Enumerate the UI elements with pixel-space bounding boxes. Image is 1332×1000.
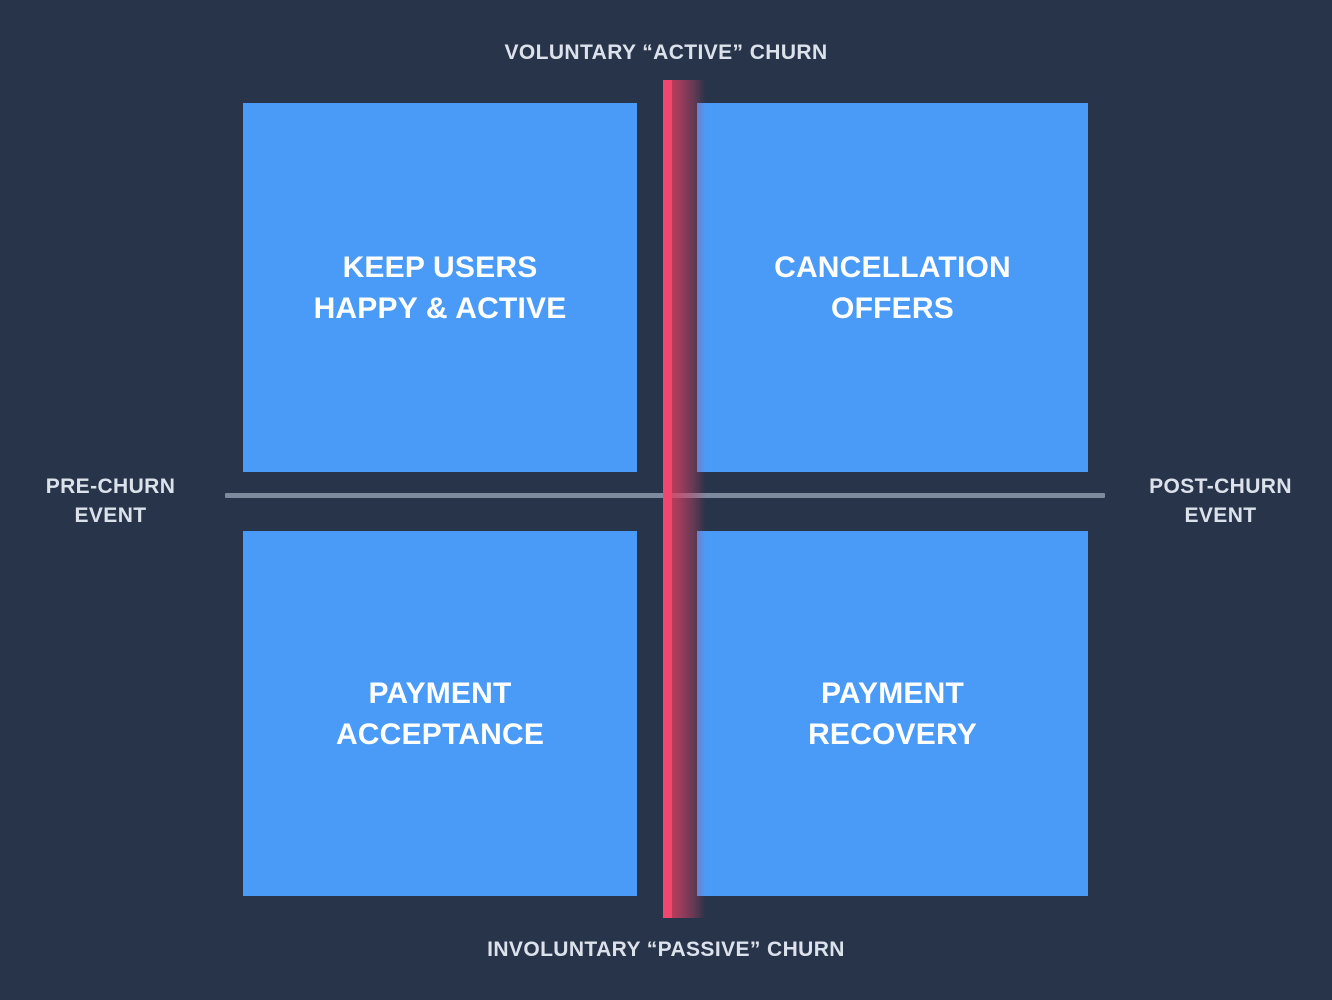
quadrant-cancellation-offers[interactable]: CANCELLATION OFFERS [697, 103, 1088, 472]
axis-label-voluntary-active-churn: VOLUNTARY “ACTIVE” CHURN [504, 41, 828, 64]
axis-label-post-churn-event: POST-CHURN EVENT [1149, 475, 1292, 527]
quadrant-label: CANCELLATION OFFERS [774, 250, 1011, 325]
vertical-axis-core [663, 80, 672, 918]
quadrant-payment-recovery[interactable]: PAYMENT RECOVERY [697, 531, 1088, 896]
quadrant-label: KEEP USERS HAPPY & ACTIVE [313, 250, 567, 325]
vertical-axis-line [660, 80, 706, 918]
quadrant-label: PAYMENT RECOVERY [808, 676, 977, 751]
axis-label-involuntary-passive-churn: INVOLUNTARY “PASSIVE” CHURN [487, 938, 845, 961]
quadrant-payment-acceptance[interactable]: PAYMENT ACCEPTANCE [243, 531, 637, 896]
quadrant-keep-users-happy-and-active[interactable]: KEEP USERS HAPPY & ACTIVE [243, 103, 637, 472]
axis-label-pre-churn-event: PRE-CHURN EVENT [45, 475, 176, 527]
quadrant-label: PAYMENT ACCEPTANCE [335, 676, 545, 751]
